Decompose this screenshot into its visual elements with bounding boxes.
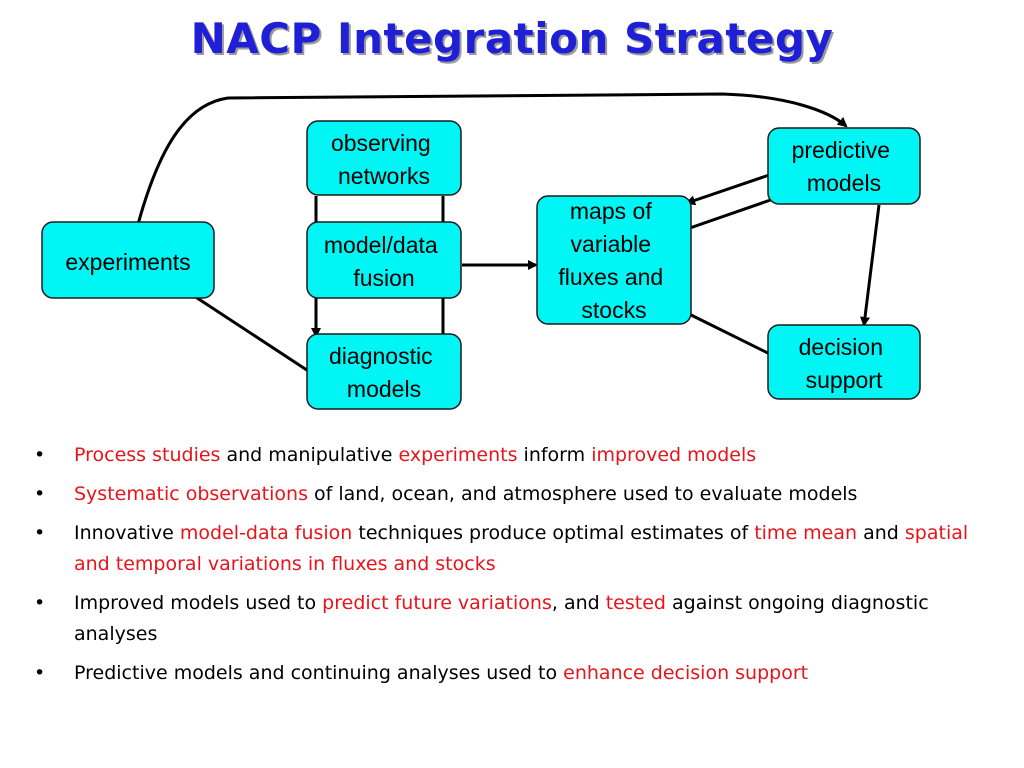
node-predictive-models: predictive models <box>767 127 921 205</box>
bullet-segment: Predictive models and continuing analyse… <box>74 662 564 684</box>
edge-experiments-to-diagnostic-models <box>187 290 324 382</box>
svg-text:observing networks: observing networks <box>331 130 437 189</box>
bullet-item: • Innovative model-data fusion techniques… <box>28 518 998 580</box>
edge-maps-to-predictive-models <box>686 193 784 231</box>
bullet-segment: , and <box>551 592 606 614</box>
bullet-segment: improved models <box>591 444 757 466</box>
node-observing-networks: observing networks <box>306 120 462 196</box>
node-decision-support-line-1: decision <box>799 334 883 360</box>
node-model-data-fusion-line-2: fusion <box>353 265 414 291</box>
bullet-segment: Process studies <box>74 444 221 466</box>
bullet-item: • Predictive models and continuing analys… <box>28 658 998 689</box>
node-decision-support-line-2: support <box>806 367 883 393</box>
bullet-item: • Improved models used to predict future … <box>28 588 998 650</box>
bullet-segment: and manipulative <box>220 444 399 466</box>
node-maps-line-3: fluxes and <box>558 264 663 290</box>
bullet-text: Systematic observations of land, ocean, … <box>74 483 857 505</box>
bullet-text: Process studies and manipulative experim… <box>74 444 756 466</box>
node-maps-line-4: stocks <box>581 297 646 323</box>
bullet-segment: spatial and temporal variations in fluxe… <box>74 522 969 575</box>
bullet-list: • Process studies and manipulative experi… <box>28 440 998 697</box>
svg-text:experiments: experiments <box>65 249 190 275</box>
node-observing-networks-line-2: networks <box>338 163 430 189</box>
bullet-segment: Systematic observations <box>74 483 308 505</box>
node-predictive-models-line-1: predictive <box>792 137 890 163</box>
bullet-segment: enhance decision support <box>563 662 809 684</box>
bullet-segment: tested <box>605 592 666 614</box>
bullet-text: Improved models used to predict future v… <box>74 592 929 645</box>
edge-experiments-to-predictive-models <box>135 92 848 229</box>
bullet-text: Predictive models and continuing analyse… <box>74 662 808 684</box>
node-maps-of-variable-fluxes-and-stocks: maps of variable fluxes and stocks <box>536 195 692 325</box>
bullet-dot-icon: • <box>34 522 46 544</box>
bullet-segment: against ongoing diagnostic analyses <box>74 592 929 645</box>
bullet-segment: inform <box>517 444 592 466</box>
svg-text:decision support: decision support <box>799 334 890 393</box>
node-experiments: experiments <box>41 221 215 299</box>
diagram-edges <box>135 92 881 382</box>
svg-text:maps of variable: maps of variable fluxes and stocks <box>558 198 669 323</box>
bullet-segment: techniques produce optimal estimates of <box>352 522 755 544</box>
node-diagnostic-models-line-1: diagnostic <box>329 343 433 369</box>
node-predictive-models-line-2: models <box>807 170 881 196</box>
bullet-segment: Improved models used to <box>74 592 323 614</box>
integration-diagram: observing networks model/data fusion dia… <box>41 92 921 410</box>
bullet-segment: time mean <box>754 522 858 544</box>
bullet-dot-icon: • <box>34 592 46 614</box>
bullet-segment: and <box>857 522 905 544</box>
bullet-segment: predict future variations <box>322 592 552 614</box>
bullet-segment: of land, ocean, and atmosphere used to e… <box>307 483 858 505</box>
bullet-segment: Innovative <box>74 522 180 544</box>
slide-title: NACP Integration Strategy <box>190 14 834 63</box>
svg-text:model/data fusion: model/data fusion <box>324 232 444 291</box>
bullet-item: • Process studies and manipulative experi… <box>28 440 998 471</box>
bullet-segment: model-data fusion <box>179 522 353 544</box>
node-diagnostic-models: diagnostic models <box>306 333 462 410</box>
bullet-dot-icon: • <box>34 483 46 505</box>
svg-text:predictive models: predictive models <box>792 137 897 196</box>
node-decision-support: decision support <box>767 324 921 400</box>
svg-text:diagnostic models: diagnostic models <box>329 343 439 402</box>
node-maps-line-1: maps of <box>570 198 652 224</box>
node-observing-networks-line-1: observing <box>331 130 431 156</box>
node-model-data-fusion-line-1: model/data <box>324 232 438 258</box>
bullet-item: • Systematic observations of land, ocean,… <box>28 479 998 510</box>
bullet-text: Innovative model-data fusion techniques … <box>74 522 968 575</box>
bullet-dot-icon: • <box>34 444 46 466</box>
edge-predictive-models-to-maps <box>685 170 779 206</box>
node-model-data-fusion: model/data fusion <box>306 221 462 299</box>
bullet-segment: experiments <box>398 444 518 466</box>
node-maps-line-2: variable <box>571 231 652 257</box>
node-experiments-line-1: experiments <box>65 249 190 275</box>
bullet-dot-icon: • <box>34 662 46 684</box>
edge-predictive-models-to-decision-support <box>860 204 881 327</box>
node-diagnostic-models-line-2: models <box>347 376 421 402</box>
